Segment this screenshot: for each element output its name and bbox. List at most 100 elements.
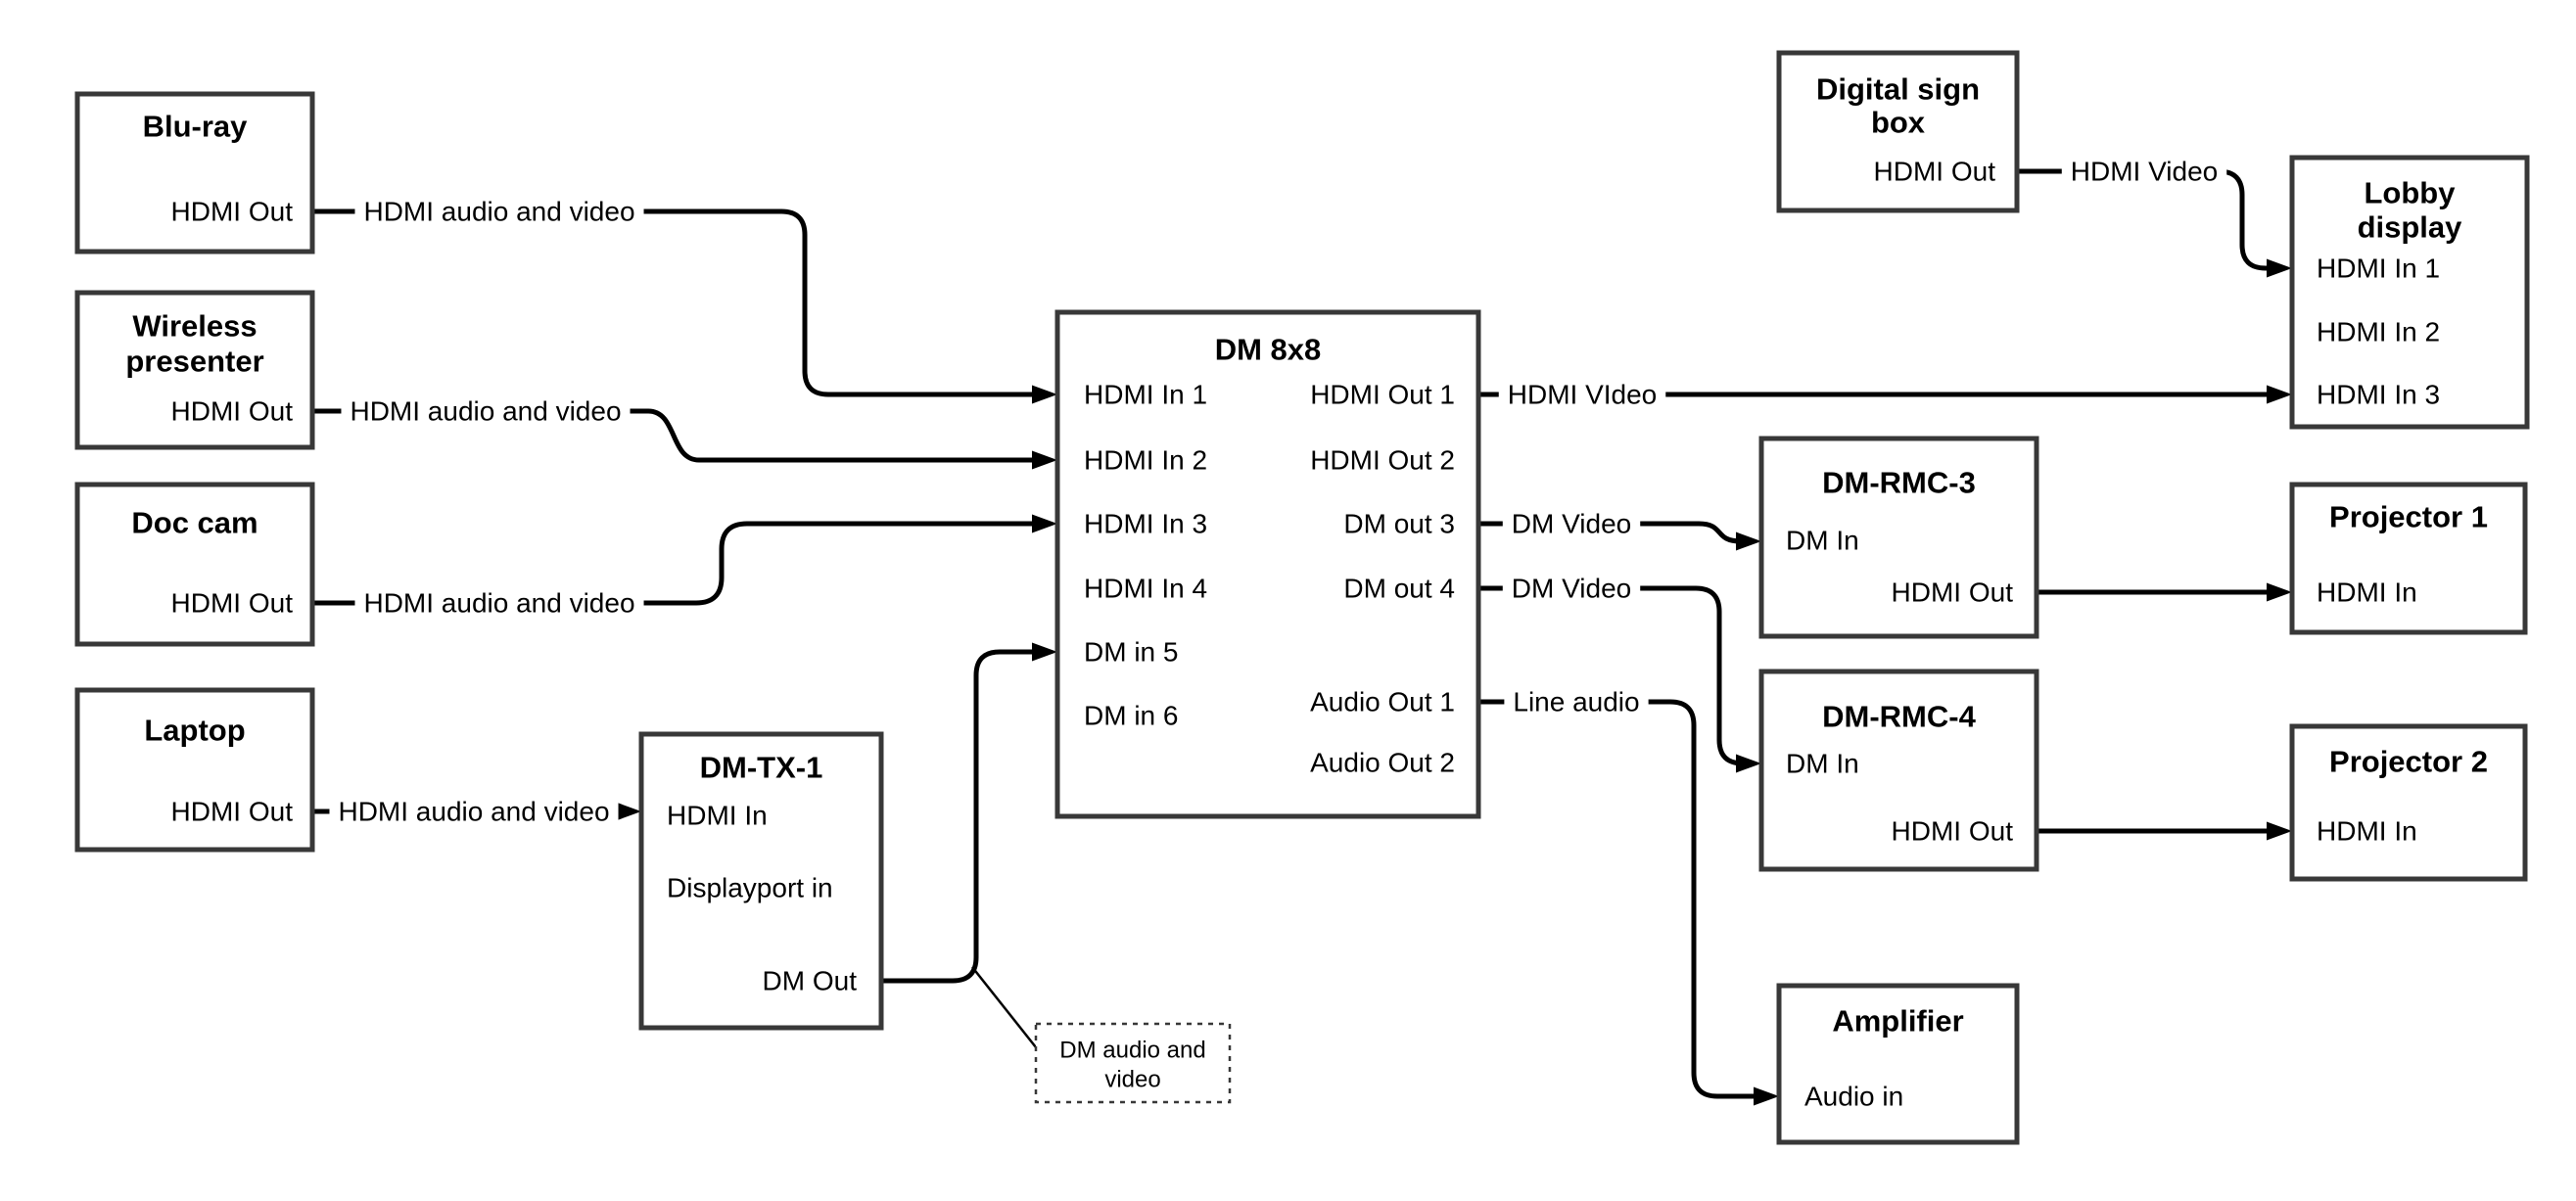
edge-doccam-to-dm8x8-hdmi-in-3-label-group: HDMI audio and video [354, 583, 644, 623]
node-lobby-display-title-line-2: display [2358, 210, 2463, 245]
node-projector-1-port-hdmi-in: HDMI In [2317, 577, 2417, 608]
node-dm-8x8-port-hdmi-in-4: HDMI In 4 [1084, 574, 1207, 604]
node-amplifier-box[interactable] [1776, 983, 2020, 1145]
node-dm-tx-1-port-displayport-in: Displayport in [667, 873, 833, 903]
node-digital-sign-box-title-line-2: box [1871, 106, 1926, 140]
node-projector-1-title-line-1: Projector 1 [2329, 500, 2488, 534]
edge-bluray-to-dm8x8-hdmi-in-1-label-group: HDMI audio and video [354, 192, 644, 231]
node-dm-rmc-3-port-dm-in: DM In [1786, 526, 1859, 556]
node-wireless-presenter-title-line-1: Wireless [132, 309, 257, 344]
node-digital-sign-box-title-line-1: Digital sign [1816, 72, 1980, 107]
edge-bluray-to-dm8x8-hdmi-in-1-arrowhead-icon [1032, 385, 1057, 404]
node-doc-cam-box[interactable] [74, 482, 315, 647]
node-dm-rmc-4-port-hdmi-out: HDMI Out [1892, 816, 2014, 847]
edge-label-backdrop [354, 192, 644, 231]
node-projector-2-port-hdmi-in: HDMI In [2317, 816, 2417, 847]
edge-label-backdrop [1504, 682, 1649, 721]
node-projector-1-box[interactable] [2289, 482, 2528, 635]
callout-text-line-1: DM audio and [1059, 1038, 1205, 1064]
node-doc-cam-title-line-1: Doc cam [131, 506, 258, 540]
node-projector-2: Projector 2 HDMI In [2289, 723, 2528, 882]
node-dm-8x8-box[interactable] [1054, 309, 1481, 819]
edge-dm8x8-audio-out-1-to-amplifier-arrowhead-icon [1754, 1086, 1779, 1106]
node-dm-8x8-port-hdmi-in-2: HDMI In 2 [1084, 445, 1207, 476]
edge-dm8x8-audio-out-1-to-amplifier-label: Line audio [1513, 687, 1639, 717]
edge-label-backdrop [1502, 504, 1641, 543]
node-laptop-box[interactable] [74, 687, 315, 853]
node-dm-rmc-3-title-line-1: DM-RMC-3 [1822, 466, 1976, 500]
edge-dm8x8-hdmi-out-1-to-lobby-hdmi-in-3-arrowhead-icon [2267, 385, 2292, 404]
edge-dm8x8-dm-out-3-to-rmc3-dm-in-arrowhead-icon [1736, 531, 1761, 551]
node-dm-8x8-port-dm-out-4: DM out 4 [1343, 574, 1455, 604]
edge-rmc4-hdmi-out-to-projector2-arrowhead-icon [2267, 821, 2292, 841]
edge-digitalsign-to-lobby-hdmi-in-1-arrowhead-icon [2267, 258, 2292, 278]
node-doc-cam-port-hdmi-out: HDMI Out [171, 588, 294, 619]
node-dm-8x8-port-audio-out-1: Audio Out 1 [1310, 687, 1455, 717]
node-projector-2-box[interactable] [2289, 723, 2528, 882]
node-blu-ray-title-line-1: Blu-ray [143, 110, 249, 144]
node-dm-8x8-port-audio-out-2: Audio Out 2 [1310, 748, 1455, 778]
edge-rmc3-hdmi-out-to-projector1-arrowhead-icon [2267, 582, 2292, 602]
edge-label-backdrop [341, 392, 631, 431]
node-amplifier-title-line-1: Amplifier [1832, 1004, 1963, 1039]
node-dm-8x8-port-dm-in-5: DM in 5 [1084, 637, 1178, 668]
node-dm-rmc-3: DM-RMC-3 DM In HDMI Out [1758, 436, 2039, 639]
edge-dm8x8-audio-out-1-to-amplifier-label-group: Line audio [1504, 682, 1649, 721]
edge-digitalsign-to-lobby-hdmi-in-1[interactable] [2017, 168, 2271, 271]
node-digital-sign-box-box[interactable] [1776, 50, 2020, 213]
node-projector-2-title-line-1: Projector 2 [2329, 745, 2488, 779]
edge-laptop-to-dmtx1-hdmi-in-label-group: HDMI audio and video [329, 792, 619, 831]
edge-wireless-to-dm8x8-hdmi-in-2[interactable] [312, 408, 1036, 463]
node-projector-1: Projector 1 HDMI In [2289, 482, 2528, 635]
node-dm-8x8-title-line-1: DM 8x8 [1215, 333, 1322, 367]
edge-dm8x8-dm-out-4-to-rmc4-dm-in-label-group: DM Video [1502, 569, 1641, 608]
node-dm-rmc-3-port-hdmi-out: HDMI Out [1892, 577, 2014, 608]
node-dm-tx-1-port-hdmi-in: HDMI In [667, 801, 768, 831]
edge-digitalsign-to-lobby-hdmi-in-1-label: HDMI Video [2071, 157, 2218, 187]
node-dm-rmc-4-box[interactable] [1758, 669, 2039, 872]
edge-dmtx1-dm-out-to-dm8x8-dm-in-5[interactable] [881, 649, 1036, 984]
node-wireless-presenter-port-hdmi-out: HDMI Out [171, 396, 294, 427]
edge-wireless-to-dm8x8-hdmi-in-2-arrowhead-icon [1032, 450, 1057, 470]
node-lobby-display-port-hdmi-in-2: HDMI In 2 [2317, 317, 2440, 347]
node-dm-tx-1-port-dm-out: DM Out [763, 966, 858, 996]
node-amplifier-port-audio-in: Audio in [1804, 1082, 1903, 1112]
node-dm-rmc-4-title-line-1: DM-RMC-4 [1822, 700, 1976, 734]
callout-text-line-2: video [1104, 1067, 1160, 1093]
callout-box[interactable] [1034, 1022, 1232, 1104]
node-blu-ray-port-hdmi-out: HDMI Out [171, 197, 294, 227]
node-lobby-display-box[interactable] [2289, 155, 2530, 430]
edge-laptop-to-dmtx1-hdmi-in-label: HDMI audio and video [338, 797, 609, 827]
node-laptop-title-line-1: Laptop [144, 714, 245, 748]
node-dm-8x8-port-hdmi-in-3: HDMI In 3 [1084, 509, 1207, 539]
node-blu-ray-box[interactable] [74, 91, 315, 254]
node-wireless-presenter-box[interactable] [74, 290, 315, 450]
node-dm-rmc-3-box[interactable] [1758, 436, 2039, 639]
callout-layer: DM audio and video [971, 966, 1232, 1104]
edge-dm8x8-dm-out-3-to-rmc3-dm-in-label: DM Video [1512, 509, 1631, 539]
edge-dm8x8-dm-out-4-to-rmc4-dm-in[interactable] [1478, 585, 1744, 766]
node-laptop-port-hdmi-out: HDMI Out [171, 797, 294, 827]
edge-doccam-to-dm8x8-hdmi-in-3-arrowhead-icon [1032, 514, 1057, 533]
edge-dm8x8-audio-out-1-to-amplifier[interactable] [1478, 699, 1757, 1099]
node-dm-tx-1-box[interactable] [638, 731, 884, 1031]
edge-doccam-to-dm8x8-hdmi-in-3-label: HDMI audio and video [363, 588, 634, 619]
edge-bluray-to-dm8x8-hdmi-in-1[interactable] [312, 208, 1036, 397]
edge-dm8x8-hdmi-out-1-to-lobby-hdmi-in-3-label-group: HDMI VIdeo [1498, 375, 1666, 414]
edge-label-backdrop [1498, 375, 1666, 414]
edge-dm8x8-dm-out-4-to-rmc4-dm-in-label: DM Video [1512, 574, 1631, 604]
node-dm-8x8-port-dm-out-3: DM out 3 [1343, 509, 1455, 539]
edge-dm8x8-dm-out-3-to-rmc3-dm-in[interactable] [1478, 521, 1742, 544]
node-lobby-display-port-hdmi-in-3: HDMI In 3 [2317, 380, 2440, 410]
edge-doccam-to-dm8x8-hdmi-in-3[interactable] [312, 521, 1036, 606]
